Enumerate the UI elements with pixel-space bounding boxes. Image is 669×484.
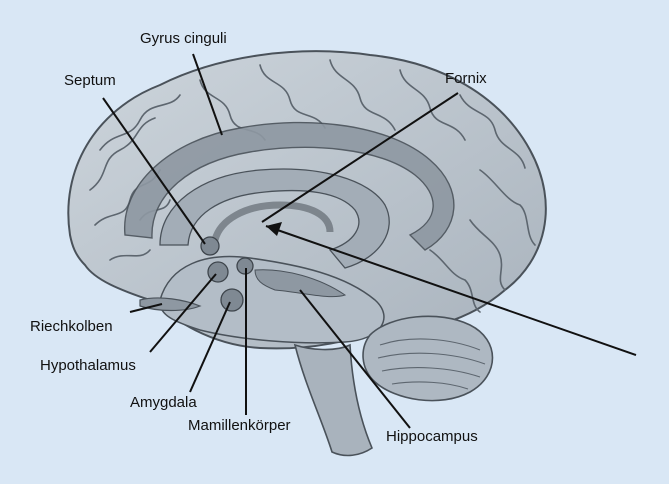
label-hippocampus: Hippocampus	[386, 428, 478, 445]
leader-amygdala	[189, 301, 231, 393]
septum-structure	[200, 236, 220, 256]
label-hypothalamus: Hypothalamus	[40, 357, 136, 374]
cerebellum	[362, 315, 494, 402]
olfactory-bulb	[139, 297, 202, 312]
leader-gyrus-cinguli	[192, 53, 223, 136]
leader-fornix	[261, 92, 459, 223]
fornix-arch	[211, 201, 334, 242]
leader-septum	[102, 97, 206, 245]
leader-hypothalamus	[149, 273, 217, 353]
amygdala-structure	[220, 288, 244, 312]
long-pointer-line	[265, 225, 637, 356]
leader-hippocampus	[299, 289, 411, 429]
label-riechkolben: Riechkolben	[30, 318, 113, 335]
hippocampus-region	[254, 269, 347, 298]
limbic-ring	[159, 168, 390, 269]
label-mamillenkoerper: Mamillenkörper	[188, 417, 291, 434]
brainstem	[293, 343, 373, 457]
leader-lines	[102, 53, 637, 429]
pointer-arrowheads	[266, 222, 282, 236]
label-septum: Septum	[64, 72, 116, 89]
gyrus-cinguli-band	[124, 121, 455, 251]
label-fornix: Fornix	[445, 70, 487, 87]
label-gyrus-cinguli: Gyrus cinguli	[140, 30, 227, 47]
cerebellum-folia	[377, 338, 486, 390]
leader-riechkolben	[129, 303, 163, 313]
label-amygdala: Amygdala	[130, 394, 197, 411]
